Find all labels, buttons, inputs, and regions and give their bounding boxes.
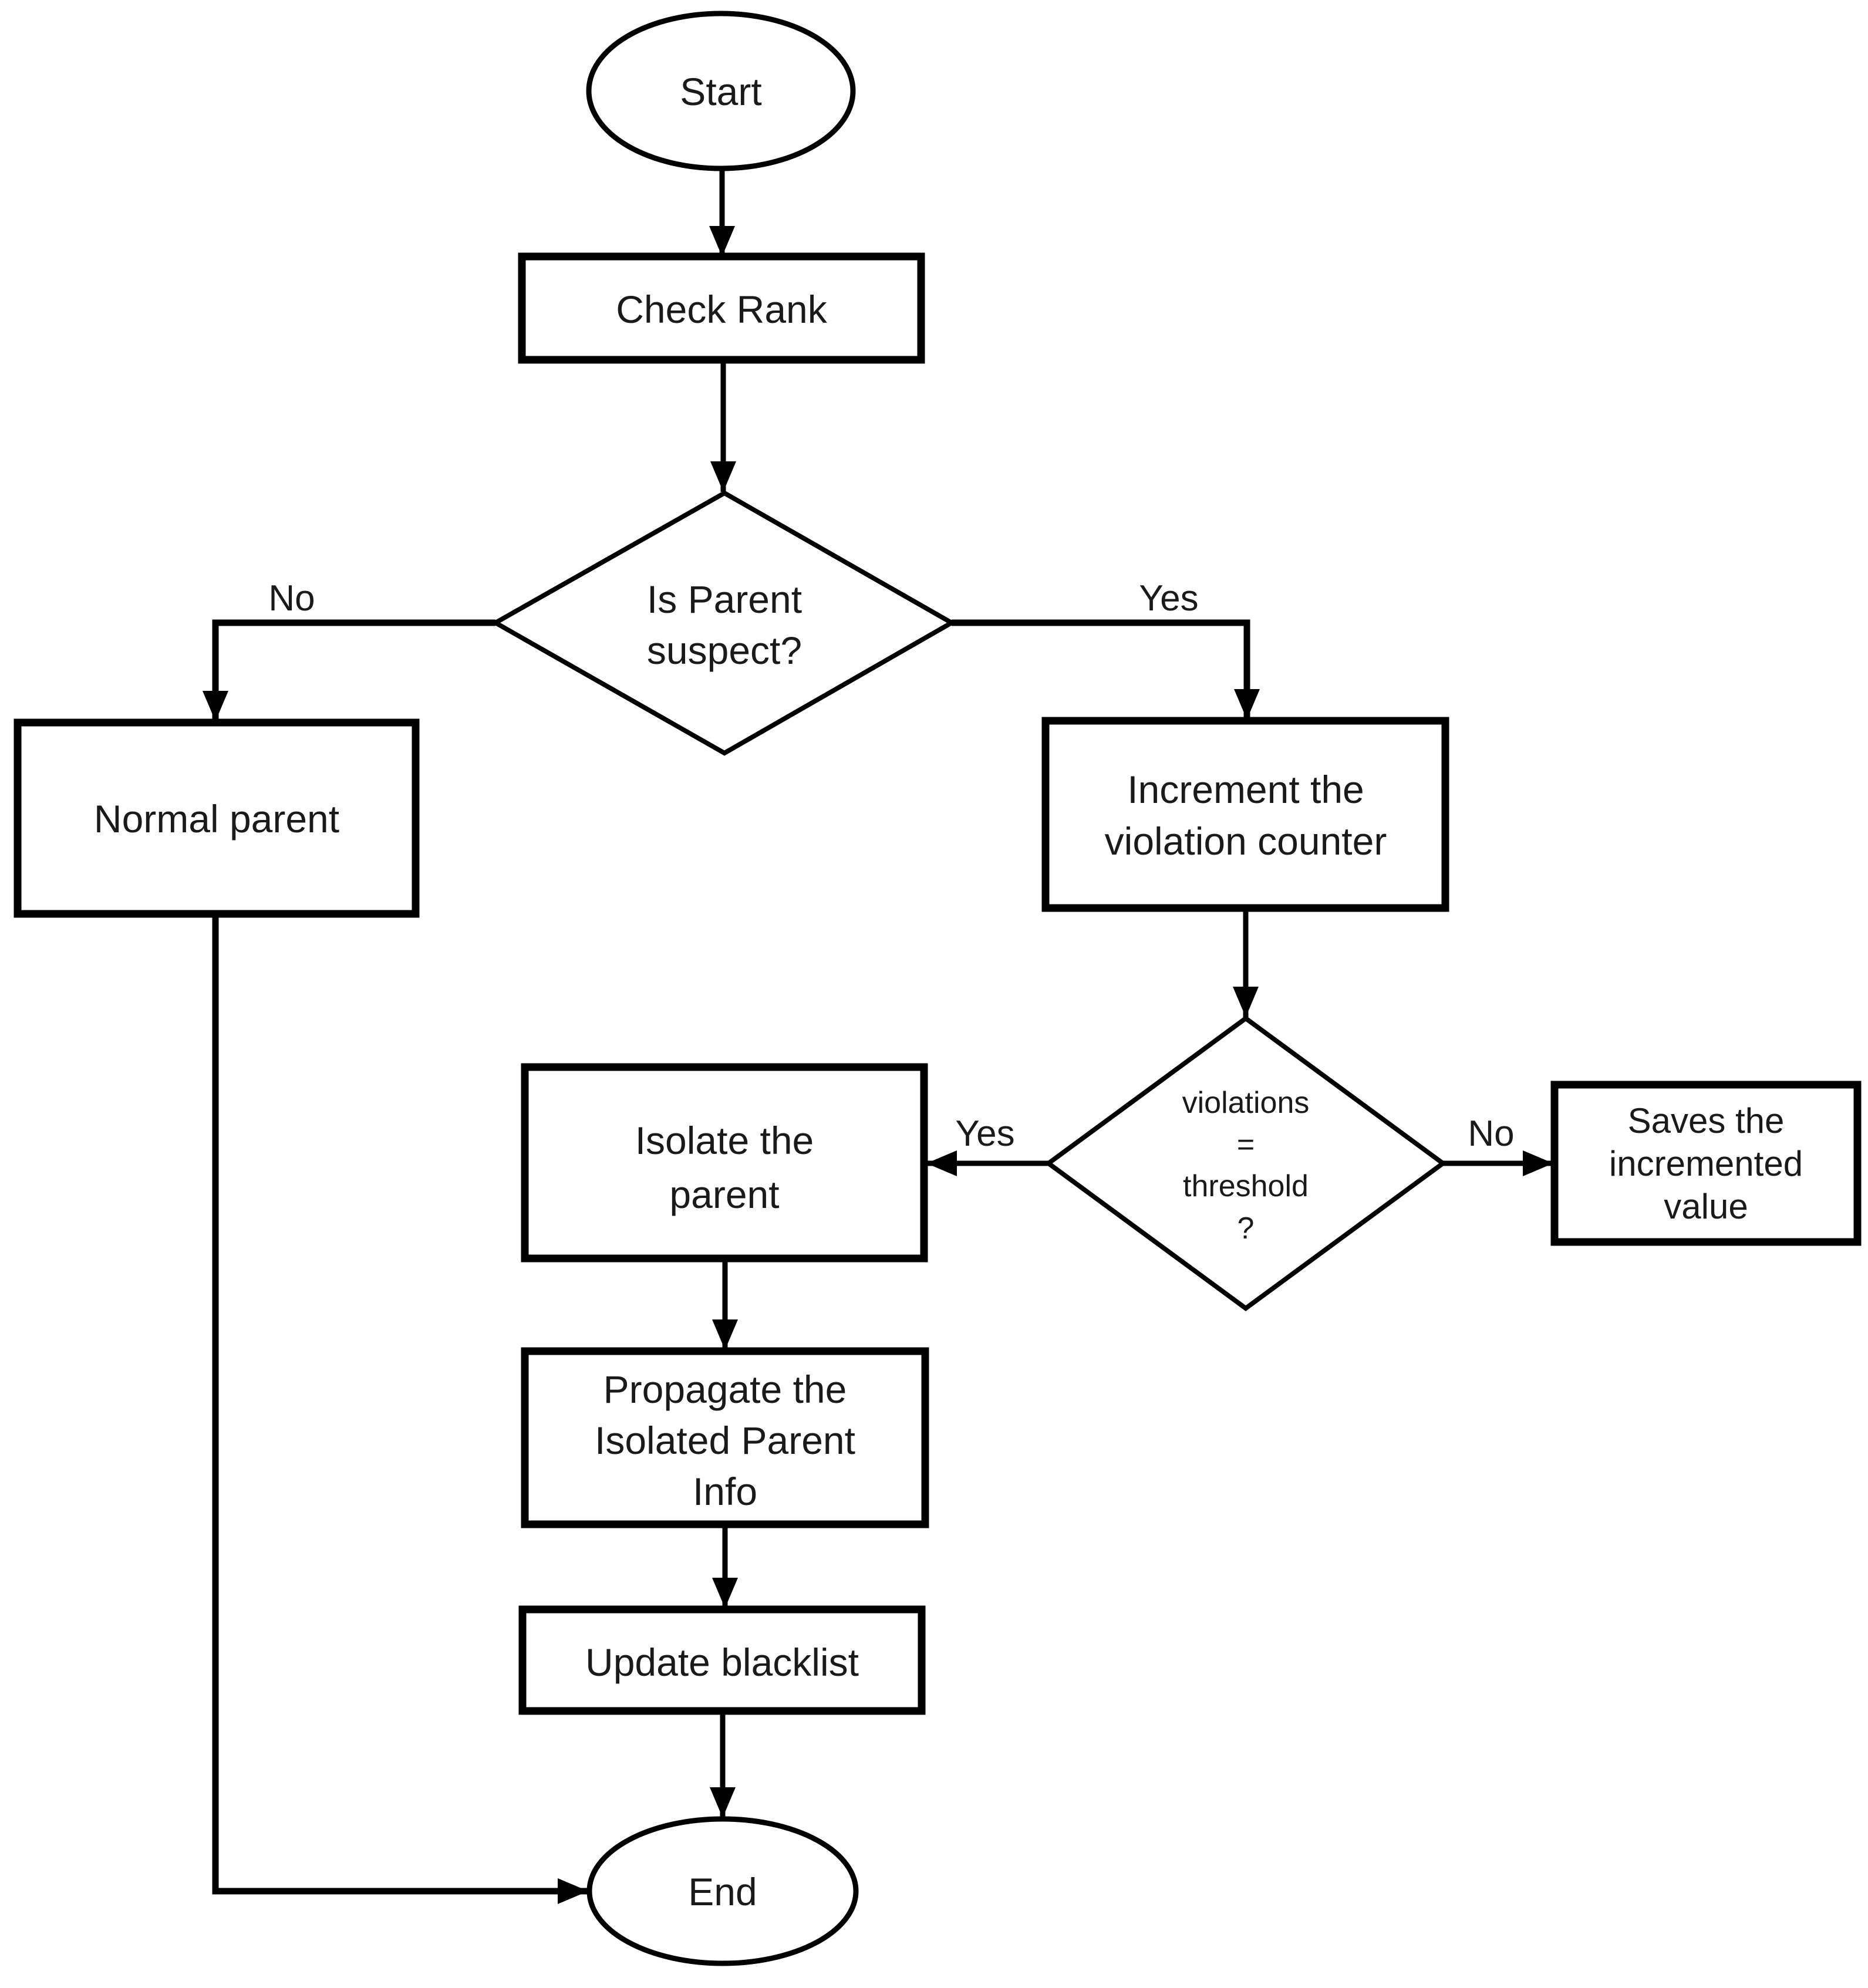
node-isolate-label-line2: parent [669,1173,779,1216]
node-check-rank-label: Check Rank [616,288,827,331]
edge-normal-parent-end [212,914,588,1904]
node-propagate-label-line3: Info [693,1470,757,1513]
node-threshold-label-line4: ? [1238,1211,1255,1246]
node-check-rank: Check Rank [518,252,925,364]
node-threshold-label-line2: = [1237,1128,1255,1162]
node-is-parent-suspect-label-line2: suspect? [647,629,802,672]
node-is-parent-suspect: Is Parent suspect? [490,490,957,756]
node-threshold-label-line1: violations [1182,1086,1310,1120]
saves-incremented-value-process-shape [1550,1081,1862,1246]
node-violations-equal-threshold: violations = threshold ? [1044,1015,1447,1311]
end-terminator-shape [586,1816,859,1966]
node-isolate-parent: Isolate the parent [521,1063,928,1263]
isolate-parent-process-shape [521,1063,928,1263]
node-saves-label-line3: value [1664,1187,1748,1226]
edge-label-no-left: No [268,578,315,619]
node-saves-label-line1: Saves the [1628,1101,1785,1140]
node-normal-parent-label: Normal parent [94,797,339,841]
edge-label-no-saves: No [1468,1113,1514,1154]
node-propagate-label-line2: Isolated Parent [595,1419,855,1462]
check-rank-process-shape [518,252,925,364]
node-normal-parent: Normal parent [14,718,420,918]
node-increment-label-line1: Increment the [1127,768,1364,811]
edge-decision-no-normal-parent [203,619,495,721]
node-increment-label-line2: violation counter [1105,819,1387,863]
violations-equal-threshold-decision-shape [1044,1015,1447,1311]
edge-decision-yes-increment [952,619,1260,720]
node-end-label: End [688,1870,757,1913]
edge-label-yes-right: Yes [1139,578,1198,619]
update-blacklist-process-shape [518,1605,926,1715]
node-saves-incremented-value: Saves the incremented value [1550,1081,1862,1246]
increment-violation-counter-process-shape [1041,717,1449,912]
normal-parent-process-shape [14,718,420,918]
node-saves-label-line2: incremented [1609,1144,1803,1183]
node-propagate-label-line1: Propagate the [603,1368,847,1411]
node-increment-violation-counter: Increment the violation counter [1041,717,1449,912]
node-is-parent-suspect-label-line1: Is Parent [647,578,802,621]
node-update-blacklist-label: Update blacklist [585,1641,859,1684]
node-start: Start [586,11,856,171]
edge-label-yes-isolate: Yes [955,1113,1014,1154]
node-isolate-label-line1: Isolate the [635,1119,814,1162]
node-threshold-label-line3: threshold [1183,1169,1309,1203]
node-update-blacklist: Update blacklist [518,1605,926,1715]
node-start-label: Start [680,70,761,113]
node-end: End [586,1816,859,1966]
start-terminator-shape [586,11,856,171]
is-parent-suspect-decision-shape [490,490,957,756]
node-propagate-isolated-parent-info: Propagate the Isolated Parent Info [521,1347,929,1528]
propagate-isolated-parent-info-process-shape [521,1347,929,1528]
